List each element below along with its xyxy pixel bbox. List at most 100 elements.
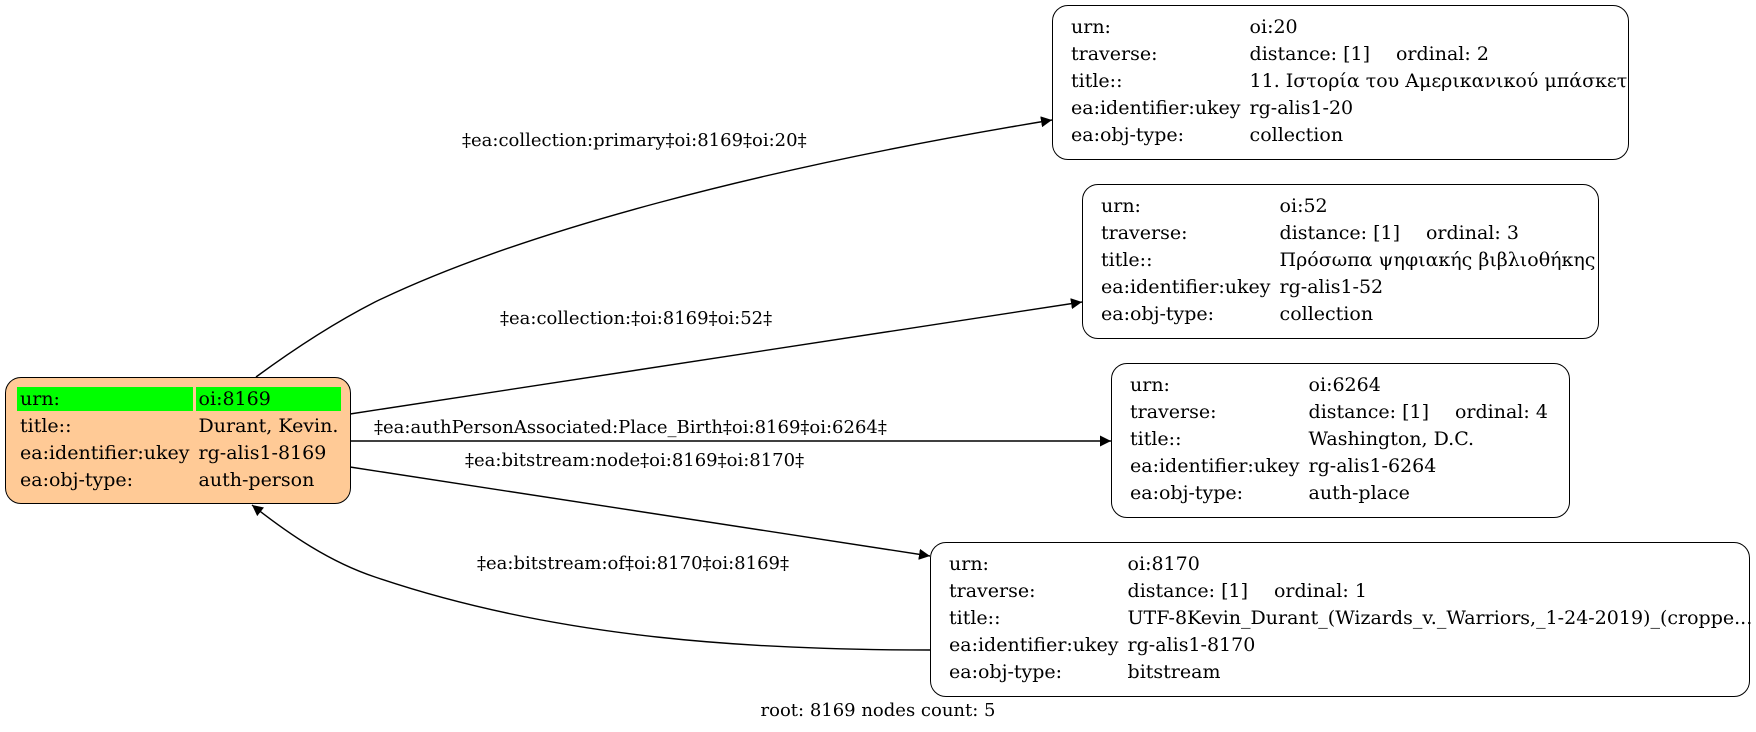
edge-label-bitstream-of: ‡ea:bitstream:of‡oi:8170‡oi:8169‡	[477, 553, 789, 574]
node-oi-8170[interactable]: urn: oi:8170 traverse: distance: [1] ordina…	[930, 542, 1752, 697]
node-oi-20-table: urn: oi:20 traverse: distance: [1] ordinal:…	[1065, 12, 1633, 150]
key-traverse: traverse:	[949, 580, 1036, 602]
edge-label-collection-primary: ‡ea:collection:primary‡oi:8169‡oi:20‡	[462, 130, 807, 151]
row-traverse: traverse: distance: [1] ordinal: 3	[1098, 221, 1598, 245]
key-objtype: ea:obj-type:	[1130, 482, 1244, 504]
value-objtype: bitstream	[1127, 661, 1221, 683]
edge-label-place-birth: ‡ea:authPersonAssociated:Place_Birth‡oi:…	[374, 417, 887, 438]
value-urn: oi:52	[1279, 195, 1328, 217]
value-objtype: auth-place	[1308, 482, 1410, 504]
graph-footer: root: 8169 nodes count: 5	[760, 700, 996, 721]
root-value-title: Durant, Kevin.	[198, 415, 339, 437]
key-title: title::	[1071, 70, 1123, 92]
row-objtype: ea:obj-type:bitstream	[946, 660, 1755, 684]
root-row-title: title:: Durant, Kevin.	[17, 414, 341, 438]
distance: distance: [1]	[1249, 43, 1370, 65]
row-urn: urn: oi:20	[1068, 15, 1630, 39]
row-traverse: traverse: distance: [1] ordinal: 4	[1127, 400, 1551, 424]
ordinal: ordinal: 3	[1425, 222, 1519, 244]
distance: distance: [1]	[1279, 222, 1400, 244]
key-traverse: traverse:	[1071, 43, 1158, 65]
root-value-urn: oi:8169	[195, 387, 342, 411]
value-urn: oi:6264	[1308, 374, 1381, 396]
node-oi-20[interactable]: urn: oi:20 traverse: distance: [1] ordinal:…	[1052, 5, 1629, 160]
value-traverse: distance: [1] ordinal: 1	[1125, 579, 1756, 603]
value-urn: oi:8170	[1127, 553, 1200, 575]
key-title: title::	[1130, 428, 1182, 450]
value-title: Washington, D.C.	[1308, 428, 1475, 450]
node-oi-52-table: urn: oi:52 traverse: distance: [1] ordinal:…	[1095, 191, 1601, 329]
node-oi-8170-table: urn: oi:8170 traverse: distance: [1] ordina…	[943, 549, 1756, 687]
edge-bitstream-of	[251, 504, 931, 651]
node-oi-6264[interactable]: urn: oi:6264 traverse: distance: [1] ordina…	[1111, 363, 1570, 518]
key-traverse: traverse:	[1130, 401, 1217, 423]
value-urn: oi:20	[1249, 16, 1298, 38]
ordinal: ordinal: 1	[1273, 580, 1367, 602]
node-oi-6264-table: urn: oi:6264 traverse: distance: [1] ordina…	[1124, 370, 1554, 508]
value-traverse: distance: [1] ordinal: 3	[1277, 221, 1599, 245]
key-urn: urn:	[1071, 16, 1111, 38]
value-traverse: distance: [1] ordinal: 4	[1306, 400, 1551, 424]
key-title: title::	[949, 607, 1001, 629]
row-ukey: ea:identifier:ukey rg-alis1-8170	[946, 633, 1755, 657]
row-traverse: traverse: distance: [1] ordinal: 2	[1068, 42, 1630, 66]
key-objtype: ea:obj-type:	[1071, 124, 1185, 146]
value-objtype: collection	[1279, 303, 1374, 325]
root-key-title: title::	[20, 415, 72, 437]
row-objtype: ea:obj-type: collection	[1068, 123, 1630, 147]
root-node[interactable]: urn: oi:8169 title:: Durant, Kevin. ea:i…	[5, 377, 351, 504]
row-ukey: ea:identifier:ukey rg-alis1-20	[1068, 96, 1630, 120]
root-row-urn: urn: oi:8169	[17, 387, 342, 411]
edge-collection-primary	[255, 116, 1053, 378]
root-value-ukey: rg-alis1-8169	[198, 442, 327, 464]
value-title: UTF-8Kevin_Durant_(Wizards_v._Warriors,_…	[1127, 607, 1753, 629]
root-key-urn: urn:	[17, 387, 193, 411]
value-ukey: rg-alis1-6264	[1308, 455, 1437, 477]
ordinal: ordinal: 4	[1454, 401, 1548, 423]
key-urn: urn:	[1130, 374, 1170, 396]
root-key-ukey: ea:identifier:ukey	[20, 442, 190, 464]
root-row-ukey: ea:identifier:ukey rg-alis1-8169	[17, 441, 341, 465]
edge-label-collection: ‡ea:collection:‡oi:8169‡oi:52‡	[500, 308, 773, 329]
row-ukey: ea:identifier:ukey rg-alis1-6264	[1127, 454, 1551, 478]
node-oi-52[interactable]: urn: oi:52 traverse: distance: [1] ordinal:…	[1082, 184, 1599, 339]
row-title: title::UTF-8Kevin_Durant_(Wizards_v._War…	[946, 606, 1755, 630]
row-title: title::11. Ιστορία του Αμερικανικού μπάσ…	[1068, 69, 1630, 93]
key-urn: urn:	[1101, 195, 1141, 217]
value-ukey: rg-alis1-52	[1279, 276, 1384, 298]
row-urn: urn: oi:52	[1098, 194, 1598, 218]
row-title: title::Washington, D.C.	[1127, 427, 1551, 451]
row-urn: urn: oi:8170	[946, 552, 1755, 576]
root-value-objtype: auth-person	[198, 469, 315, 491]
key-title: title::	[1101, 249, 1153, 271]
key-urn: urn:	[949, 553, 989, 575]
edge-label-bitstream-node: ‡ea:bitstream:node‡oi:8169‡oi:8170‡	[465, 450, 805, 471]
row-objtype: ea:obj-type: collection	[1098, 302, 1598, 326]
distance: distance: [1]	[1308, 401, 1429, 423]
key-ukey: ea:identifier:ukey	[1130, 455, 1300, 477]
distance: distance: [1]	[1127, 580, 1248, 602]
value-objtype: collection	[1249, 124, 1344, 146]
row-ukey: ea:identifier:ukey rg-alis1-52	[1098, 275, 1598, 299]
row-urn: urn: oi:6264	[1127, 373, 1551, 397]
edge-collection	[349, 298, 1083, 415]
key-ukey: ea:identifier:ukey	[949, 634, 1119, 656]
value-traverse: distance: [1] ordinal: 2	[1247, 42, 1631, 66]
row-objtype: ea:obj-type: auth-place	[1127, 481, 1551, 505]
row-title: title::Πρόσωπα ψηφιακής βιβλιοθήκης	[1098, 248, 1598, 272]
key-ukey: ea:identifier:ukey	[1101, 276, 1271, 298]
value-ukey: rg-alis1-8170	[1127, 634, 1256, 656]
root-row-objtype: ea:obj-type: auth-person	[17, 468, 341, 492]
value-title: 11. Ιστορία του Αμερικανικού μπάσκετ	[1249, 70, 1628, 92]
key-ukey: ea:identifier:ukey	[1071, 97, 1241, 119]
row-traverse: traverse: distance: [1] ordinal: 1	[946, 579, 1755, 603]
root-node-table: urn: oi:8169 title:: Durant, Kevin. ea:i…	[14, 384, 344, 495]
key-traverse: traverse:	[1101, 222, 1188, 244]
value-ukey: rg-alis1-20	[1249, 97, 1354, 119]
ordinal: ordinal: 2	[1395, 43, 1489, 65]
key-objtype: ea:obj-type:	[1101, 303, 1215, 325]
edge-bitstream-node	[349, 466, 931, 560]
value-title: Πρόσωπα ψηφιακής βιβλιοθήκης	[1279, 249, 1596, 271]
root-key-objtype: ea:obj-type:	[20, 469, 134, 491]
